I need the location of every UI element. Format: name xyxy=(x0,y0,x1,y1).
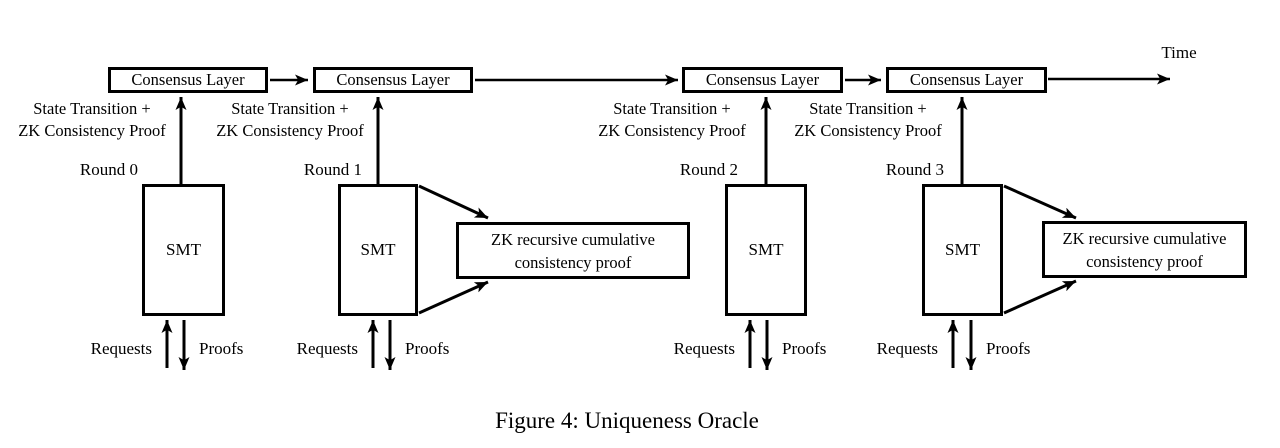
consensus-layer-box-round2: Consensus Layer xyxy=(682,67,843,93)
proofs-label-round3: Proofs xyxy=(986,339,1031,358)
state-transition-line1: State Transition + xyxy=(613,99,731,118)
state-transition-line1: State Transition + xyxy=(809,99,927,118)
zk-proof-label-line1: ZK recursive cumulative xyxy=(1062,228,1227,248)
zk-proof-label-line2: consistency proof xyxy=(514,252,632,272)
consensus-layer-box-round1: Consensus Layer xyxy=(313,67,473,93)
state-transition-line1: State Transition + xyxy=(33,99,151,118)
funnel-top-arrow-round1 xyxy=(418,184,489,220)
consensus-layer-label: Consensus Layer xyxy=(336,70,450,89)
requests-label-round3: Requests xyxy=(876,339,938,358)
zk-proof-label-line2: consistency proof xyxy=(1086,251,1203,271)
state-transition-line1: State Transition + xyxy=(231,99,349,118)
zk-proof-label-line1: ZK recursive cumulative xyxy=(490,229,656,249)
state-transition-label-round2: State Transition + ZK Consistency Proof xyxy=(577,98,767,142)
funnel-bottom-arrow-round3 xyxy=(1003,279,1077,315)
consensus-layer-box-round0: Consensus Layer xyxy=(108,67,268,93)
smt-box-round1: SMT xyxy=(338,184,418,316)
proofs-label-round0: Proofs xyxy=(199,339,244,358)
round-label-2: Round 2 xyxy=(679,160,738,179)
requests-label-round2: Requests xyxy=(673,339,735,358)
smt-label: SMT xyxy=(360,240,396,259)
round-label-3: Round 3 xyxy=(885,160,944,179)
state-transition-label-round3: State Transition + ZK Consistency Proof xyxy=(773,98,963,142)
round-label-0: Round 0 xyxy=(79,160,138,179)
proofs-label-round1: Proofs xyxy=(405,339,450,358)
time-axis-label: Time xyxy=(1161,43,1197,62)
zk-cumulative-proof-box-round1: ZK recursive cumulative consistency proo… xyxy=(456,222,690,279)
consensus-layer-label: Consensus Layer xyxy=(909,70,1024,89)
state-transition-line2: ZK Consistency Proof xyxy=(18,121,166,140)
smt-box-round0: SMT xyxy=(142,184,225,316)
consensus-layer-box-round3: Consensus Layer xyxy=(886,67,1047,93)
zk-cumulative-proof-box-round3: ZK recursive cumulative consistency proo… xyxy=(1042,221,1247,278)
consensus-layer-label: Consensus Layer xyxy=(705,70,820,89)
smt-label: SMT xyxy=(945,240,980,259)
smt-label: SMT xyxy=(166,240,201,259)
funnel-bottom-arrow-round1 xyxy=(418,280,489,315)
state-transition-label-round0: State Transition + ZK Consistency Proof xyxy=(0,98,187,142)
state-transition-line2: ZK Consistency Proof xyxy=(598,121,746,140)
smt-box-round3: SMT xyxy=(922,184,1003,316)
requests-label-round0: Requests xyxy=(90,339,152,358)
round-label-1: Round 1 xyxy=(303,160,362,179)
requests-label-round1: Requests xyxy=(296,339,358,358)
funnel-top-arrow-round3 xyxy=(1003,184,1077,220)
state-transition-line2: ZK Consistency Proof xyxy=(216,121,364,140)
smt-label: SMT xyxy=(748,240,784,259)
state-transition-line2: ZK Consistency Proof xyxy=(794,121,942,140)
figure-caption: Figure 4: Uniqueness Oracle xyxy=(495,408,759,433)
state-transition-label-round1: State Transition + ZK Consistency Proof xyxy=(195,98,385,142)
proofs-label-round2: Proofs xyxy=(782,339,827,358)
smt-box-round2: SMT xyxy=(725,184,807,316)
consensus-layer-label: Consensus Layer xyxy=(131,70,245,89)
